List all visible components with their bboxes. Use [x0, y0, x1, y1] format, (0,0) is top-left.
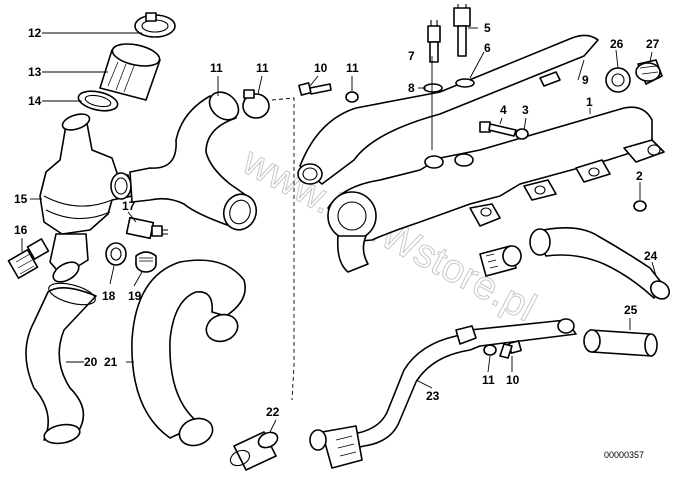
washer-part-8 [423, 83, 443, 93]
callout-8: 8 [408, 81, 415, 95]
hose-part-26 [529, 227, 671, 300]
callout-5: 5 [484, 21, 491, 35]
washer-part-2 [633, 200, 647, 212]
seal-part-20 [105, 242, 127, 266]
washer-part-3 [515, 128, 529, 140]
callout-11-bottom: 11 [482, 373, 495, 387]
callout-1: 1 [586, 95, 593, 109]
thermostat-housing-part-17 [39, 113, 133, 283]
clamp-part-14 [134, 12, 176, 38]
callout-25: 23 [426, 389, 440, 403]
callout-27: 25 [624, 303, 638, 317]
callout-19: 17 [122, 199, 136, 213]
callout-6: 6 [484, 41, 491, 55]
bolt-part-10 [298, 82, 332, 96]
reference-number: 00000357 [604, 450, 644, 460]
y-hose-part-13 [129, 91, 258, 231]
callout-2: 2 [636, 169, 643, 183]
clamp-part-16 [77, 90, 119, 112]
callout-11-top: 11 [346, 61, 359, 75]
callout-3: 3 [522, 103, 529, 117]
sensor-part-18 [7, 238, 50, 279]
hose-part-23 [131, 259, 246, 447]
plug-part-29 [635, 59, 663, 85]
leader-lines [21, 27, 657, 433]
pipe-part-9 [297, 34, 599, 185]
callout-29: 27 [646, 37, 660, 51]
washer-part-11b [483, 344, 497, 356]
clamp-part-12 [242, 89, 270, 119]
callout-10-top: 10 [314, 61, 328, 75]
callout-14: 12 [28, 26, 42, 40]
connector-part-24 [229, 431, 279, 471]
callout-12: 11 [256, 61, 269, 75]
callout-13: 11 [210, 61, 223, 75]
callout-22: 20 [84, 355, 98, 369]
assembly-line [271, 97, 295, 401]
callout-21: 19 [128, 289, 142, 303]
hose-part-22 [25, 282, 97, 445]
plug-part-21 [135, 251, 157, 273]
callout-20: 18 [102, 289, 116, 303]
switch-part-19 [125, 216, 168, 240]
callout-28: 26 [610, 37, 624, 51]
bolt-part-10b [499, 340, 522, 359]
seal-part-28 [605, 67, 631, 93]
washer-part-6 [455, 78, 475, 88]
callout-9: 9 [582, 73, 589, 87]
sensor-part-5 [453, 4, 471, 57]
bolt-part-4 [479, 121, 517, 137]
sensor-part-7 [427, 20, 441, 63]
sleeve-part-27 [583, 329, 658, 357]
callout-labels: 12 13 14 15 16 17 18 19 20 21 22 11 11 1… [14, 21, 660, 419]
callout-17: 15 [14, 192, 28, 206]
callout-16: 14 [28, 94, 42, 108]
pipe-part-1 [327, 106, 665, 273]
fitting-part-26a [479, 245, 522, 277]
callout-23: 21 [104, 355, 118, 369]
callout-4: 4 [500, 103, 507, 117]
callout-7: 7 [408, 49, 415, 63]
callout-26: 24 [644, 249, 658, 263]
callout-18: 16 [14, 223, 28, 237]
sleeve-part-15 [99, 43, 161, 101]
callout-24: 22 [266, 405, 280, 419]
washer-part-11 [345, 91, 359, 103]
callout-10-bottom: 10 [506, 373, 520, 387]
pipe-part-25 [309, 318, 577, 469]
callout-15: 13 [28, 65, 42, 79]
